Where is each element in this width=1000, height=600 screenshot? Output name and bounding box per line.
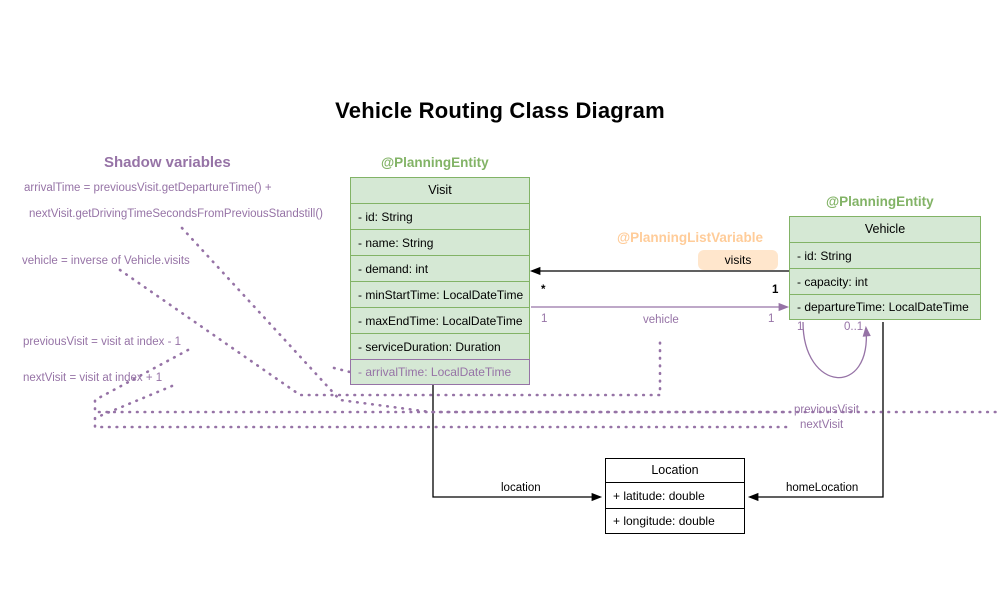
multiplicity-vehicle-source: 1: [541, 313, 548, 325]
multiplicity-previous-visit-source: 1: [797, 321, 804, 333]
shadow-formula-next-visit: nextVisit = visit at index + 1: [23, 372, 163, 384]
shadow-trace-next-visit: [93, 384, 792, 429]
location-attribute-latitude: + latitude: double: [605, 482, 745, 508]
shadow-formula-arrival-time-2: nextVisit.getDrivingTimeSecondsFromPrevi…: [29, 208, 323, 220]
shadow-formula-previous-visit: previousVisit = visit at index - 1: [23, 336, 181, 348]
multiplicity-visits-target: *: [541, 284, 546, 296]
multiplicity-vehicle-target: 1: [768, 313, 775, 325]
visit-attribute-max-end-time: - maxEndTime: LocalDateTime: [350, 307, 530, 333]
visit-attribute-min-start-time: - minStartTime: LocalDateTime: [350, 281, 530, 307]
shadow-formula-arrival-time-1: arrivalTime = previousVisit.getDeparture…: [24, 182, 272, 194]
visit-attribute-id: - id: String: [350, 203, 530, 229]
edge-location: [432, 381, 603, 502]
multiplicity-visits-source: 1: [772, 284, 779, 296]
visit-attribute-name: - name: String: [350, 229, 530, 255]
visit-shadow-attribute-arrival-time: - arrivalTime: LocalDateTime: [350, 359, 530, 385]
multiplicity-previous-visit-target: 0..1: [844, 321, 864, 333]
role-label-home-location: homeLocation: [786, 482, 859, 494]
visit-stereotype-label: @PlanningEntity: [381, 155, 489, 170]
visit-attribute-service-duration: - serviceDuration: Duration: [350, 333, 530, 359]
class-box-vehicle[interactable]: Vehicle - id: String - capacity: int - d…: [789, 216, 981, 320]
vehicle-attribute-capacity: - capacity: int: [789, 268, 981, 294]
shadow-variables-heading: Shadow variables: [104, 154, 231, 171]
page-title: Vehicle Routing Class Diagram: [335, 98, 665, 123]
location-attribute-longitude: + longitude: double: [605, 508, 745, 534]
role-label-location: location: [501, 482, 541, 494]
shadow-trace-into-visit: [332, 366, 352, 374]
shadow-formula-vehicle: vehicle = inverse of Vehicle.visits: [22, 255, 190, 267]
role-label-next-visit: nextVisit: [800, 419, 844, 431]
vehicle-attribute-id: - id: String: [789, 242, 981, 268]
role-badge-visits[interactable]: visits: [698, 250, 778, 270]
vehicle-class-name: Vehicle: [789, 216, 981, 242]
vehicle-attribute-departure-time: - departureTime: LocalDateTime: [789, 294, 981, 320]
vehicle-stereotype-label: @PlanningEntity: [826, 194, 934, 209]
edge-visits: [529, 266, 809, 276]
role-label-vehicle: vehicle: [643, 314, 679, 326]
location-class-name: Location: [605, 458, 745, 482]
planning-list-variable-stereotype-label: @PlanningListVariable: [617, 230, 763, 245]
visit-attribute-demand: - demand: int: [350, 255, 530, 281]
visit-class-name: Visit: [350, 177, 530, 203]
role-label-previous-visit: previousVisit: [794, 404, 859, 416]
class-box-location[interactable]: Location + latitude: double + longitude:…: [605, 458, 745, 534]
class-box-visit[interactable]: Visit - id: String - name: String - dema…: [350, 177, 530, 385]
